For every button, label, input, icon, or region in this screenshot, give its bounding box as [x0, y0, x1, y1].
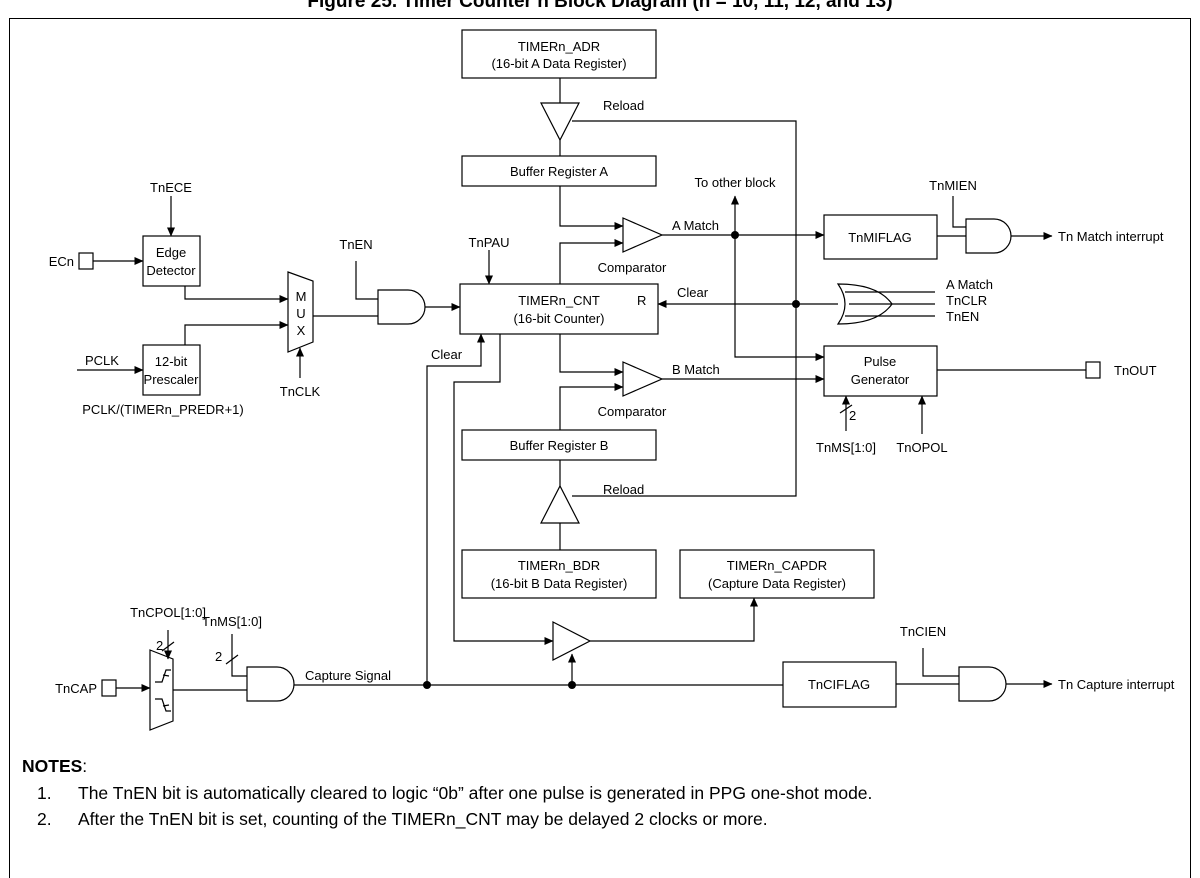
reload-a-label: Reload	[603, 98, 644, 113]
match-flag-label: TnMIFLAG	[848, 230, 912, 245]
notes-section: NOTES: 1. The TnEN bit is automatically …	[22, 756, 1192, 835]
note-text: After the TnEN bit is set, counting of t…	[78, 809, 768, 829]
buffer-register-b-box	[461, 429, 657, 461]
b-match-label: B Match	[672, 362, 720, 377]
tnms-capture-label: TnMS[1:0]	[202, 614, 262, 629]
bdr-register-box	[461, 549, 657, 599]
counter-desc: (16-bit Counter)	[513, 311, 604, 326]
capture-signal-label: Capture Signal	[305, 668, 391, 683]
capture-enable-and-gate	[246, 666, 295, 702]
pclk-formula-label: PCLK/(TIMERn_PREDR+1)	[82, 402, 243, 417]
tnopol-label: TnOPOL	[896, 440, 947, 455]
or-input-a-match: A Match	[946, 277, 993, 292]
pclk-label: PCLK	[85, 353, 119, 368]
capture-flag-label: TnCIFLAG	[808, 677, 870, 692]
adr-register-desc: (16-bit A Data Register)	[491, 56, 626, 71]
edge-detector-label-1: Edge	[156, 245, 186, 260]
tnpau-label: TnPAU	[469, 235, 510, 250]
note-item: 2. After the TnEN bit is set, counting o…	[22, 809, 1192, 830]
tnen-label: TnEN	[339, 237, 372, 252]
ecn-label: ECn	[49, 254, 74, 269]
tnmien-label: TnMIEN	[929, 178, 977, 193]
clear-capture-label: Clear	[431, 347, 463, 362]
pulse-generator-box	[823, 345, 938, 397]
pulse-generator-label-1: Pulse	[864, 354, 897, 369]
comparator-a-shape	[622, 217, 664, 253]
bus-width-polarity: 2	[156, 638, 163, 653]
capdr-register-desc: (Capture Data Register)	[708, 576, 846, 591]
adr-register-box	[461, 29, 657, 79]
note-text: The TnEN bit is automatically cleared to…	[78, 783, 873, 803]
capdr-register-name: TIMERn_CAPDR	[727, 558, 827, 573]
tnece-label: TnECE	[150, 180, 192, 195]
clear-r-label: Clear	[677, 285, 709, 300]
reload-buffer-b-shape	[540, 484, 580, 524]
counter-box	[459, 283, 659, 335]
bus-width-pulse: 2	[849, 408, 856, 423]
timer-block-diagram: TIMERn_ADR (16-bit A Data Register) Buff…	[49, 29, 1175, 731]
notes-heading: NOTES:	[22, 756, 88, 776]
match-interrupt-and-gate	[965, 218, 1012, 254]
note-number: 2.	[37, 809, 52, 829]
capture-interrupt-label: Tn Capture interrupt	[1058, 677, 1175, 692]
or-input-tnclr: TnCLR	[946, 293, 987, 308]
bdr-register-desc: (16-bit B Data Register)	[491, 576, 628, 591]
or-input-tnen: TnEN	[946, 309, 979, 324]
mux-letter-u: U	[296, 306, 305, 321]
prescaler-box	[142, 344, 201, 396]
match-interrupt-label: Tn Match interrupt	[1058, 229, 1164, 244]
capture-interrupt-and-gate	[958, 666, 1007, 702]
adr-register-name: TIMERn_ADR	[518, 39, 600, 54]
pulse-generator-label-2: Generator	[851, 372, 910, 387]
to-other-block-label: To other block	[695, 175, 776, 190]
comparator-a-label: Comparator	[598, 260, 667, 275]
counter-name: TIMERn_CNT	[518, 293, 600, 308]
diagram-frame	[9, 18, 1191, 878]
prescaler-label-2: Prescaler	[144, 372, 200, 387]
prescaler-label-1: 12-bit	[155, 354, 188, 369]
tnout-label: TnOUT	[1114, 363, 1157, 378]
capdr-register-box	[679, 549, 875, 599]
bdr-register-name: TIMERn_BDR	[518, 558, 600, 573]
mux-letter-m: M	[296, 289, 307, 304]
edge-detector-box	[142, 235, 201, 287]
enable-and-gate	[377, 289, 426, 325]
counter-reset-label: R	[637, 293, 646, 308]
edge-detector-label-2: Detector	[146, 263, 196, 278]
capture-flag-box	[782, 661, 897, 708]
note-item: 1. The TnEN bit is automatically cleared…	[22, 783, 1192, 804]
note-number: 1.	[37, 783, 52, 803]
match-flag-box	[823, 214, 938, 260]
reload-b-label: Reload	[603, 482, 644, 497]
tnms-pulse-label: TnMS[1:0]	[816, 440, 876, 455]
mux-letter-x: X	[297, 323, 306, 338]
a-match-label: A Match	[672, 218, 719, 233]
buffer-register-a-label: Buffer Register A	[510, 164, 608, 179]
tncap-label: TnCAP	[55, 681, 97, 696]
figure-title: Figure 25. Timer Counter n Block Diagram…	[307, 0, 893, 12]
tnclk-label: TnCLK	[280, 384, 321, 399]
tnciEN-label: TnCIEN	[900, 624, 946, 639]
buffer-register-a-box	[461, 155, 657, 187]
comparator-b-shape	[622, 361, 664, 397]
tncpol-label: TnCPOL[1:0]	[130, 605, 206, 620]
bus-width-capture: 2	[215, 649, 222, 664]
comparator-b-label: Comparator	[598, 404, 667, 419]
buffer-register-b-label: Buffer Register B	[510, 438, 609, 453]
polarity-selector-shape	[149, 649, 174, 731]
